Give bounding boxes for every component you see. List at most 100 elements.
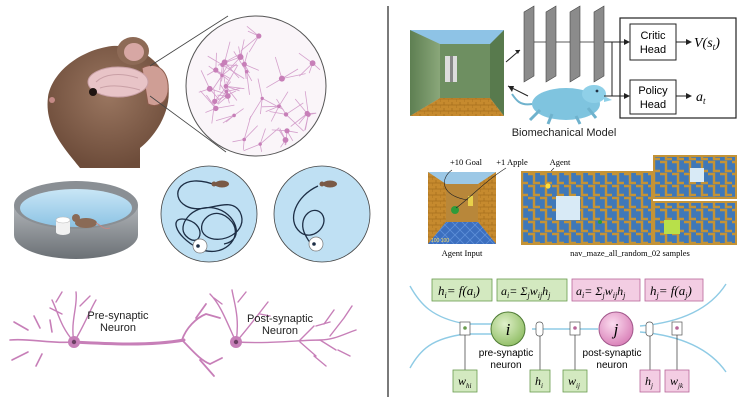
brain-dendrite — [200, 90, 217, 109]
brain-dendrite — [215, 52, 217, 71]
critic-head-label-line1: Critic — [640, 30, 666, 42]
brain-neuron-soma — [213, 105, 219, 112]
brain-dendrite — [261, 105, 279, 108]
brain-dendrite — [270, 106, 280, 122]
feedback-arrow-head — [508, 86, 514, 92]
brain-dendrite — [225, 65, 238, 87]
maze-sample-large — [521, 171, 653, 245]
brain-dendrite — [281, 73, 306, 79]
weight-h-i: hi — [535, 374, 543, 390]
path-trace-long — [160, 165, 258, 263]
brain-dendrite — [240, 35, 260, 52]
brain-neuron-soma — [309, 60, 316, 67]
brain-dendrite — [265, 105, 280, 112]
brain-neuron-soma — [282, 137, 289, 143]
brain-dendrite — [232, 139, 245, 143]
brain-dendrite — [299, 62, 313, 77]
goal-label: +10 Goal — [450, 157, 483, 167]
brain-dendrite — [233, 51, 247, 72]
brain-neuron-soma — [224, 89, 229, 94]
brain-dendrite — [259, 128, 266, 145]
pre-node-symbol: i — [506, 320, 511, 339]
brain-neuron-soma — [223, 84, 229, 89]
hud-score: 100 100 — [431, 238, 449, 244]
maze-sample-bottom-right — [653, 201, 737, 245]
brain-dendrite — [276, 98, 287, 115]
brain-dendrite — [233, 108, 244, 116]
brain-neuron-soma — [224, 93, 231, 99]
weight-boxes — [452, 369, 690, 393]
action-arrow-head — [686, 93, 692, 99]
brain-dendrite — [281, 68, 299, 79]
brain-dendrite — [225, 85, 245, 90]
equation-boxes — [431, 278, 704, 302]
value-arrow-head — [686, 39, 692, 45]
brain-dendrite — [246, 71, 253, 82]
weight-w-ij: wij — [568, 374, 580, 390]
brain-dendrite — [243, 115, 252, 140]
brain-neuron-soma — [244, 70, 249, 74]
brain-dendrite — [294, 98, 308, 114]
input-arrow-head — [515, 50, 520, 54]
brain-neuron-soma — [306, 112, 311, 117]
brain-dendrite — [304, 91, 309, 115]
critic-head-box — [629, 23, 677, 61]
brain-neuron-soma — [242, 137, 246, 142]
biological-neurons — [9, 289, 357, 377]
brain-dendrite — [257, 78, 263, 99]
brain-dendrite — [290, 113, 308, 127]
maze-sample-top-right — [653, 155, 737, 199]
brain-neuron-soma — [237, 54, 244, 60]
brain-dendrite — [244, 63, 259, 71]
post-node-label-line2: neuron — [596, 360, 627, 371]
brain-dendrite — [212, 75, 223, 90]
water-maze-tank — [14, 181, 138, 259]
brain-dendrite — [248, 35, 260, 53]
brain-neuron-soma — [213, 67, 219, 73]
brain-dendrite — [269, 111, 287, 115]
brain-dendrite — [224, 41, 231, 63]
equation-1: hi= f(ai) — [438, 283, 480, 300]
brain-neuron-soma — [260, 96, 264, 101]
path-trace-short — [273, 165, 371, 263]
post-node-label-line1: post-synaptic — [583, 348, 642, 359]
critic-head-label-line2: Head — [640, 44, 666, 56]
brain-dendrite — [207, 55, 223, 66]
brain-dendrite — [221, 63, 238, 76]
brain-neuron-soma — [277, 104, 281, 109]
agent-label: Agent — [550, 157, 571, 167]
brain-dendrite — [215, 104, 235, 109]
goal-pointer — [444, 169, 469, 201]
brain-dendrite — [215, 115, 235, 121]
brain-dendrite — [214, 81, 232, 102]
brain-dendrite — [259, 127, 280, 145]
pre-neuron-label-line1: Pre-synaptic — [87, 310, 149, 322]
brain-neuron-soma — [232, 113, 236, 118]
apple-pointer — [455, 167, 507, 209]
policy-head-label-line2: Head — [640, 99, 666, 111]
agent-view-3d — [410, 30, 504, 116]
agent-input-caption: Agent Input — [442, 248, 483, 258]
heads-frame — [619, 17, 737, 119]
brain-dendrite — [243, 125, 258, 140]
weight-h-j: hj — [645, 374, 653, 390]
brain-neuron-soma — [284, 128, 290, 134]
policy-head-label-line1: Policy — [638, 85, 668, 97]
apple-label: +1 Apple — [496, 157, 528, 167]
brain-neuron-soma — [206, 85, 213, 92]
mouse-illustration — [47, 37, 169, 168]
pre-node-label-line1: pre-synaptic — [479, 348, 533, 359]
brain-dendrite — [243, 143, 261, 152]
pre-node-label-line2: neuron — [490, 360, 521, 371]
synapse-markers — [459, 321, 683, 337]
brain-neuron-soma — [278, 75, 285, 82]
pre-neuron-label-line2: Neuron — [100, 322, 136, 334]
brain-neuron-soma — [221, 59, 228, 66]
to-policy-arrow-head — [624, 93, 630, 99]
brain-neuron-soma — [241, 61, 247, 67]
pre-synaptic-node — [490, 311, 526, 347]
brain-dendrite — [224, 62, 240, 79]
weight-connectors — [464, 335, 678, 370]
brain-dendrite — [248, 98, 263, 120]
